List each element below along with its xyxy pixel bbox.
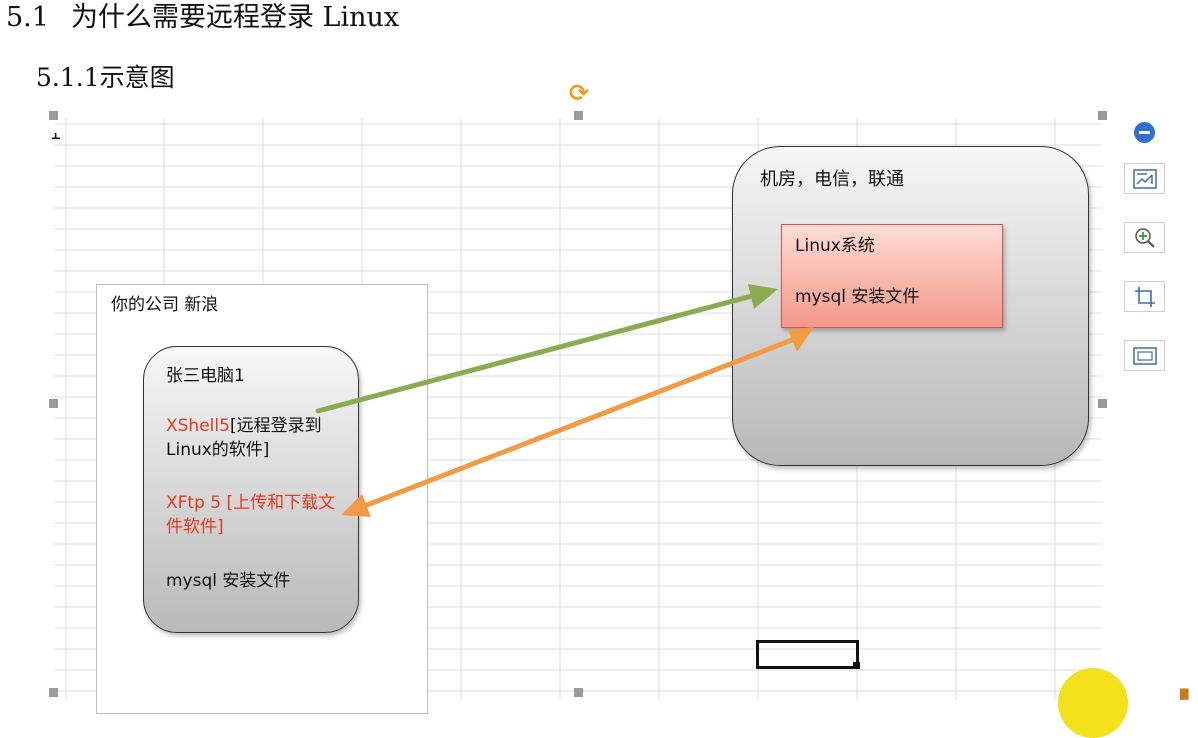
pc-box[interactable]: 张三电脑1 XShell5[远程登录到Linux的软件] XFtp 5 [上传和…: [143, 346, 359, 633]
rotate-icon[interactable]: ⟳: [568, 79, 590, 107]
zoom-button[interactable]: [1124, 222, 1165, 253]
pc-mysql-text: mysql 安装文件: [166, 571, 291, 591]
resize-handle-bottom-left[interactable]: [49, 688, 58, 697]
cursor-highlight: [1058, 668, 1128, 738]
section-title: 为什么需要远程登录 Linux: [70, 2, 400, 33]
arrows-layer: [315, 284, 814, 517]
pc-title: 张三电脑1: [166, 366, 245, 386]
section-heading: 5.1 为什么需要远程登录 Linux: [6, 0, 399, 38]
frame-button[interactable]: [1124, 340, 1165, 371]
zoom-in-icon: [1134, 227, 1155, 248]
xshell-desc: [远程登录到Linux的软件]: [166, 416, 322, 460]
resize-handle-top-center[interactable]: [574, 111, 583, 120]
resize-handle-middle-right[interactable]: [1098, 399, 1107, 408]
xshell-name: XShell5: [166, 416, 230, 436]
fill-handle[interactable]: [853, 662, 860, 669]
crop-icon: [1134, 286, 1155, 307]
resize-handle-bottom-center[interactable]: [574, 688, 583, 697]
crop-button[interactable]: [1124, 281, 1165, 312]
cell-marker-glyph: ⫠: [51, 125, 61, 143]
chart-corner-icon: ▇: [1180, 687, 1189, 700]
linux-label: Linux系统: [795, 236, 875, 256]
active-cell-cursor[interactable]: [756, 640, 859, 669]
remote-login-arrow[interactable]: [315, 284, 778, 414]
chart-layout-icon: [1132, 168, 1157, 189]
file-transfer-arrow[interactable]: [341, 327, 814, 517]
layout-options-button[interactable]: [1124, 163, 1165, 194]
section-number: 5.1: [6, 2, 49, 33]
subsection-heading: 5.1.1示意图: [36, 63, 175, 92]
collapse-button[interactable]: [1134, 122, 1155, 143]
company-label: 你的公司 新浪: [111, 295, 219, 315]
resize-handle-top-right[interactable]: [1098, 111, 1107, 120]
pc-xshell-text: XShell5[远程登录到Linux的软件]: [166, 414, 341, 462]
linux-mysql-label: mysql 安装文件: [795, 287, 920, 307]
linux-system-box[interactable]: Linux系统 mysql 安装文件: [781, 224, 1003, 328]
minus-circle-icon: [1139, 131, 1150, 134]
pc-xftp-text: XFtp 5 [上传和下载文件软件]: [166, 493, 336, 537]
frame-icon: [1132, 346, 1157, 365]
resize-handle-top-left[interactable]: [49, 111, 58, 120]
server-room-label: 机房，电信，联通: [760, 169, 904, 190]
resize-handle-middle-left[interactable]: [49, 399, 58, 408]
